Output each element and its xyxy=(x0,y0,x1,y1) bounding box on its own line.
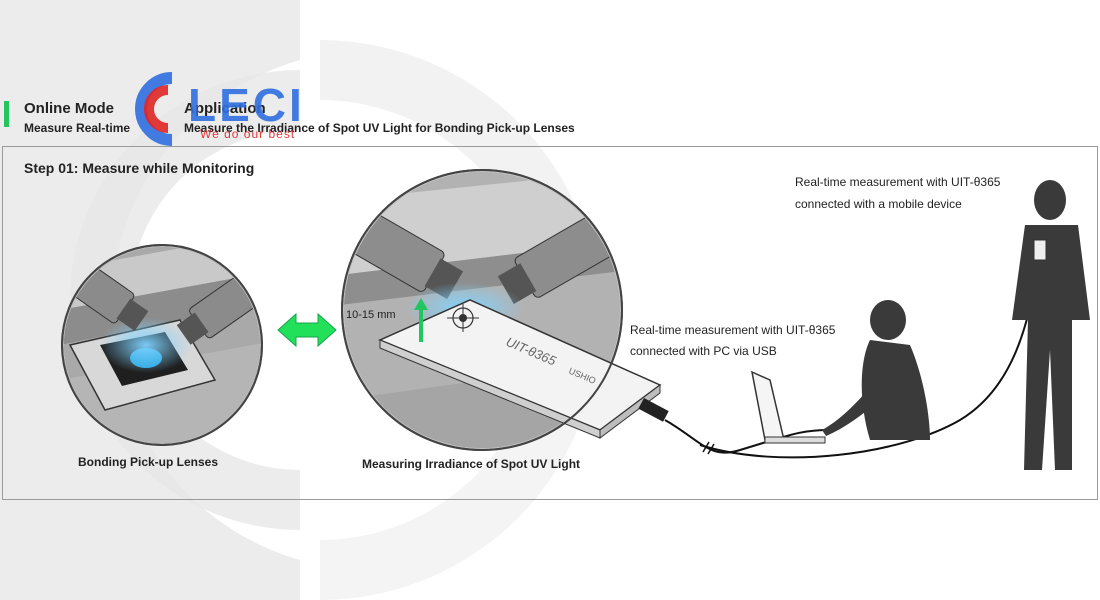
usb-cable xyxy=(664,419,831,454)
compare-arrow-icon xyxy=(277,312,337,348)
application-title: Application xyxy=(184,100,266,117)
logo-tagline: We do our best xyxy=(200,127,296,141)
mobile-note-line1: Real-time measurement with UIT-θ365 xyxy=(795,175,1001,189)
pc-user-figure xyxy=(750,300,930,444)
bonding-lens-scene xyxy=(61,244,263,446)
application-subtitle: Measure the Irradiance of Spot UV Light … xyxy=(184,121,575,135)
header-accent-bar xyxy=(4,101,9,127)
distance-label: 10-15 mm xyxy=(346,309,396,321)
mobile-note-line2: connected with a mobile device xyxy=(795,197,962,211)
irradiance-measurement-scene xyxy=(341,169,669,451)
left-caption: Bonding Pick-up Lenses xyxy=(78,455,219,469)
center-caption: Measuring Irradiance of Spot UV Light xyxy=(362,457,581,471)
logo-wordmark: LECI xyxy=(188,79,305,131)
mode-title: Online Mode xyxy=(24,100,114,117)
pc-note-line1: Real-time measurement with UIT-θ365 xyxy=(630,323,836,337)
logo-ring-icon xyxy=(135,72,173,146)
step-title: Step 01: Measure while Monitoring xyxy=(24,160,255,176)
brand-logo: LECI We do our best xyxy=(132,70,362,150)
mobile-cable xyxy=(699,249,1041,459)
mode-subtitle: Measure Real-time xyxy=(24,121,131,135)
step-panel xyxy=(2,146,1098,500)
pc-note-line2: connected with PC via USB xyxy=(630,344,777,358)
mobile-user-figure xyxy=(1012,180,1090,470)
